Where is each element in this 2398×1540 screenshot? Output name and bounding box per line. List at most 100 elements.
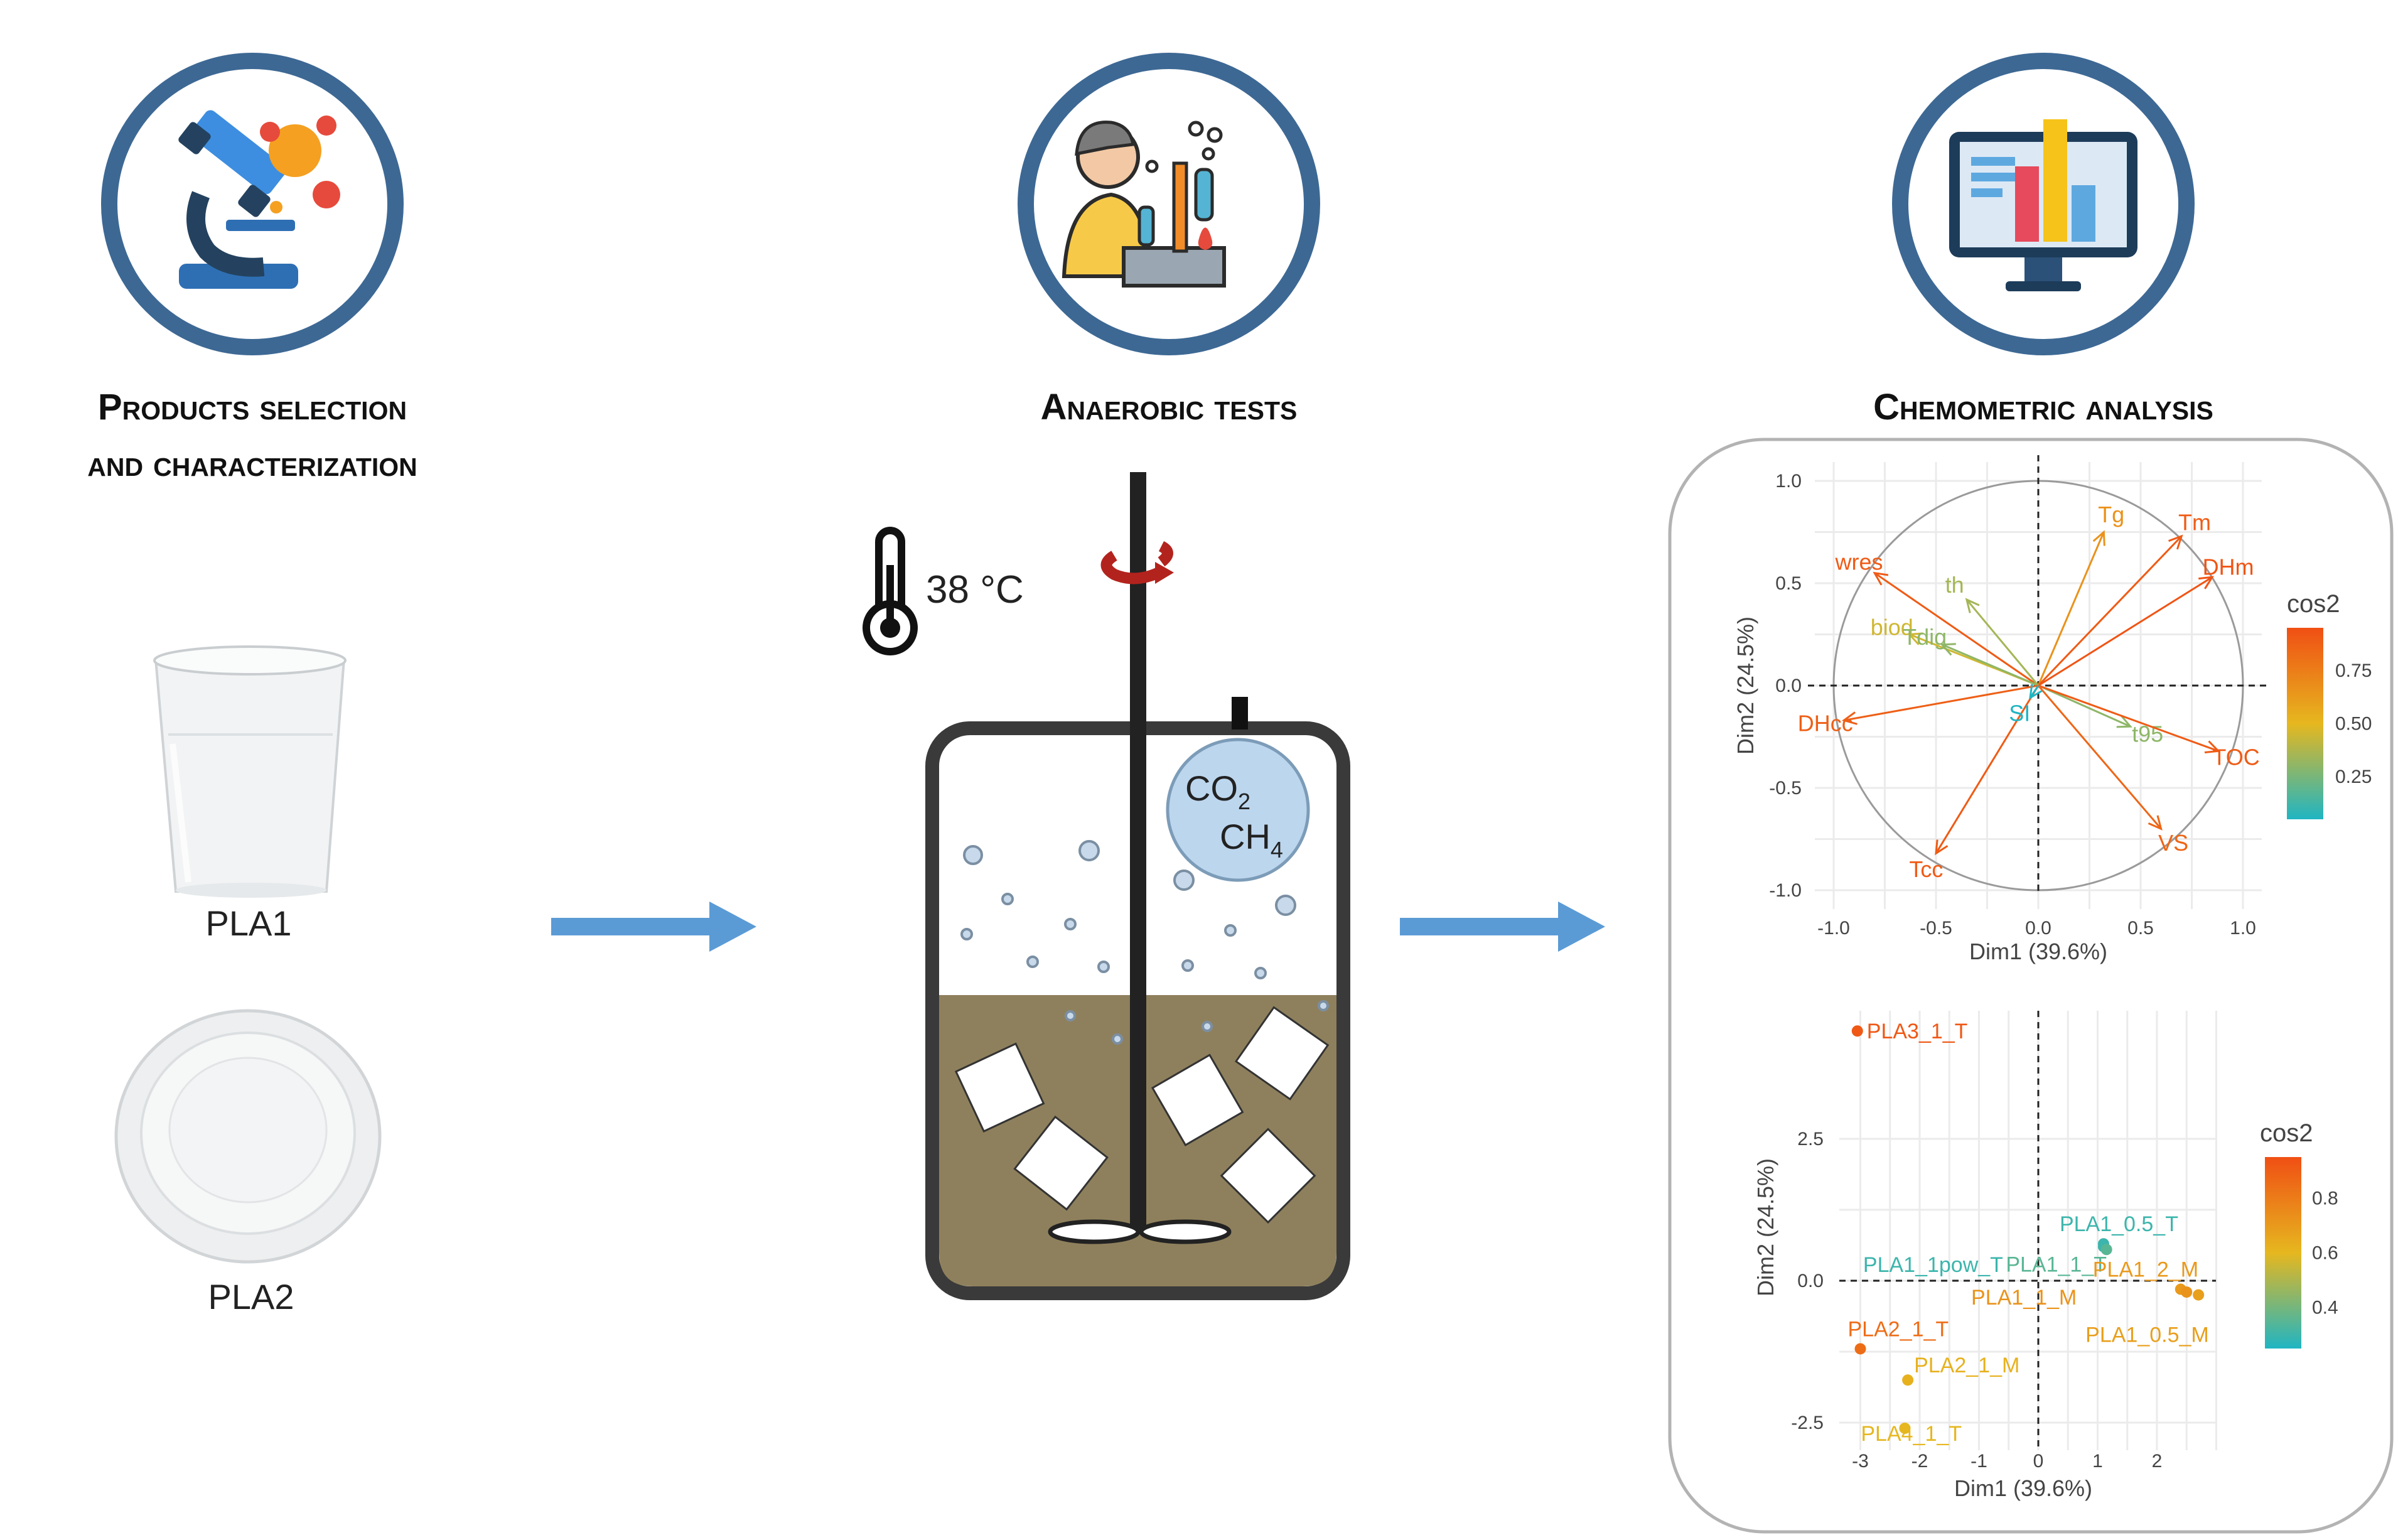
y-tick-label: 2.5 — [1797, 1129, 1824, 1150]
vector-arrowhead — [2204, 740, 2221, 754]
variable-vector — [2037, 685, 2162, 830]
variable-vector — [2029, 685, 2040, 699]
y-tick-label: 0.0 — [1797, 1271, 1824, 1291]
variable-label: SI — [2009, 701, 2030, 726]
legend-tick-label: 0.8 — [2312, 1188, 2338, 1209]
y-tick-label: -0.5 — [1769, 778, 1802, 799]
pca-vars-legend-title: cos2 — [2287, 590, 2340, 618]
point-label: PLA1_1_M — [1971, 1286, 2077, 1310]
microscope-icon — [178, 110, 340, 289]
x-tick-label: 0 — [2033, 1451, 2044, 1472]
pla2-label: PLA2 — [208, 1277, 294, 1317]
products-title-line1: Products selection — [98, 387, 407, 428]
legend-tick-label: 0.75 — [2335, 660, 2372, 681]
variable-vector — [1874, 572, 2039, 687]
pca-ind-xlabel: Dim1 (39.6%) — [1954, 1475, 2092, 1501]
point-label: PLA2_1_M — [1914, 1354, 2019, 1377]
vector-arrowhead — [2148, 815, 2163, 831]
point-label: PLA3_1_T — [1867, 1020, 1968, 1043]
gas-ch4-label: CH4 — [1220, 817, 1283, 863]
pca-ind-legend-bar — [2265, 1157, 2301, 1349]
variable-vector — [1965, 599, 2040, 686]
gas-co2-label: CO2 — [1185, 768, 1250, 814]
reactor-vessel: CO2 CH4 — [925, 472, 1350, 1300]
data-point — [1902, 1374, 1914, 1386]
x-tick-label: -0.5 — [1920, 918, 1952, 939]
scientist-icon — [1062, 121, 1226, 288]
point-label: PLA1_2_M — [2093, 1258, 2198, 1282]
plastic-pieces — [954, 1006, 1330, 1224]
variable-label: biod — [1871, 614, 1913, 640]
vector-arrowhead — [2168, 534, 2183, 550]
variable-label: DHcc — [1798, 711, 1853, 736]
pca-ind-ylabel: Dim2 (24.5%) — [1753, 1158, 1778, 1296]
tests-title: Anaerobic tests — [1041, 387, 1298, 428]
results-panel — [1668, 438, 2394, 1534]
variable-label: Tg — [2098, 502, 2124, 527]
variable-vector — [1844, 684, 2039, 721]
legend-tick-label: 0.25 — [2335, 767, 2372, 787]
y-tick-label: -2.5 — [1791, 1413, 1824, 1433]
data-point — [1899, 1423, 1911, 1435]
legend-tick-label: 0.6 — [2312, 1243, 2338, 1264]
x-tick-label: 1 — [2092, 1451, 2103, 1472]
thermometer-icon — [863, 527, 918, 655]
variable-label: Tdig — [1903, 624, 1947, 650]
legend-tick-label: 0.4 — [2312, 1298, 2338, 1318]
variable-vector — [1935, 685, 2040, 854]
data-point — [2193, 1289, 2205, 1301]
vector-arrowhead — [1907, 632, 1923, 645]
point-label: PLA4_1_T — [1861, 1422, 1962, 1446]
variable-vector — [1942, 643, 2039, 687]
point-label: PLA1_0.5_T — [2060, 1212, 2178, 1236]
y-tick-label: 0.5 — [1775, 573, 1802, 594]
stirrer-shaft — [1130, 472, 1146, 1230]
pca-ind-legend-title: cos2 — [2260, 1119, 2313, 1147]
data-point — [1854, 1343, 1866, 1355]
variable-vector — [2037, 531, 2105, 686]
data-point — [1851, 1025, 1863, 1037]
vector-arrowhead — [2029, 684, 2043, 700]
x-tick-label: 1.0 — [2230, 918, 2256, 939]
analysis-title: Chemometric analysis — [1873, 387, 2213, 428]
legend-tick-label: 0.50 — [2335, 714, 2372, 735]
vector-arrowhead — [2198, 576, 2215, 590]
variable-label: TOC — [2212, 745, 2259, 770]
x-tick-label: -1.0 — [1817, 918, 1850, 939]
small-bubbles — [960, 840, 1329, 1045]
pca-vars-ylabel: Dim2 (24.5%) — [1733, 617, 1758, 755]
pca-vars-xlabel: Dim1 (39.6%) — [1969, 939, 2107, 964]
point-label: PLA1_0.5_M — [2085, 1323, 2209, 1347]
y-tick-label: 0.0 — [1775, 676, 1802, 696]
arrow-to-tests — [551, 902, 756, 952]
variable-label: VS — [2158, 830, 2188, 856]
variable-label: DHm — [2203, 554, 2254, 579]
vector-arrowhead — [1935, 839, 1949, 856]
variable-label: wres — [1834, 549, 1883, 575]
step-anaerobic: Anaerobic tests 38 °C CO2 CH4 — [863, 53, 1350, 1300]
variable-vector — [2037, 535, 2183, 687]
gas-bubble — [1166, 738, 1310, 882]
variable-label: Tm — [2178, 509, 2211, 535]
data-point — [2181, 1286, 2193, 1298]
vector-arrowhead — [2092, 530, 2105, 546]
x-tick-label: -3 — [1852, 1451, 1869, 1472]
x-tick-label: 2 — [2152, 1451, 2163, 1472]
x-tick-label: -2 — [1911, 1451, 1928, 1472]
pla1-cup-image — [153, 645, 347, 898]
products-title-line2: and characterization — [87, 443, 417, 484]
rotation-arrow-icon — [1100, 541, 1174, 584]
vector-arrowhead — [1940, 643, 1956, 656]
x-tick-label: 0.0 — [2025, 918, 2051, 939]
data-point — [2100, 1244, 2112, 1256]
point-label: PLA1_1_T — [2006, 1252, 2107, 1276]
vector-arrowhead — [2116, 715, 2132, 728]
vector-arrowhead — [1873, 571, 1889, 586]
pca-vars-legend-bar — [2287, 628, 2323, 819]
variable-label: th — [1945, 572, 1964, 598]
y-tick-label: 1.0 — [1775, 471, 1802, 492]
point-label: PLA2_1_T — [1848, 1317, 1949, 1341]
